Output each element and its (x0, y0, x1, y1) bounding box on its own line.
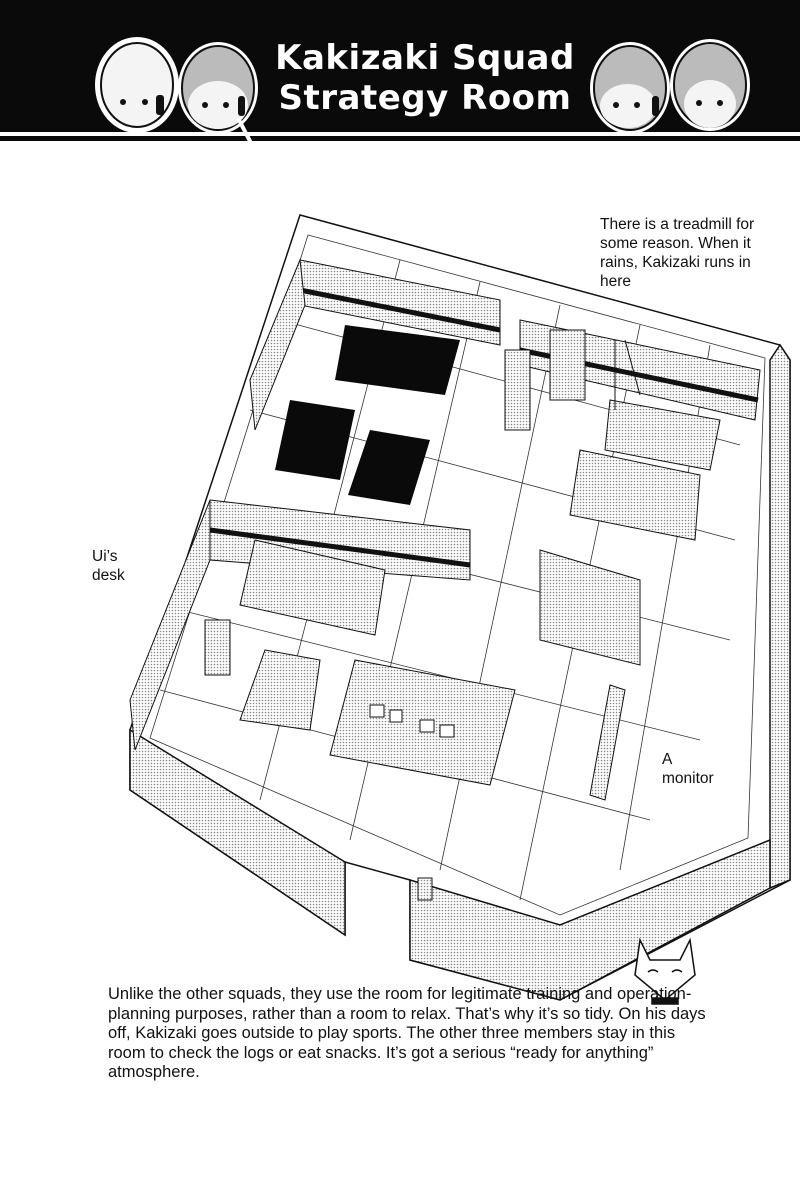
title-line-2: Strategy Room (278, 78, 572, 118)
caption-text: Unlike the other squads, they use the ro… (108, 985, 706, 1081)
treadmill-note: There is a treadmill for some reason. Wh… (600, 216, 755, 290)
training-mats (275, 325, 460, 505)
title-line-1: Kakizaki Squad (275, 38, 575, 78)
meeting-table (329, 659, 516, 786)
cat-mascot (634, 937, 696, 1005)
banner-underline (0, 136, 800, 141)
ui-desk (204, 619, 321, 731)
character-faces (95, 37, 750, 145)
bookshelf (539, 549, 641, 666)
face-teruya-2 (670, 39, 750, 131)
monitor-label: A monitor (662, 751, 714, 787)
wall-monitor (589, 684, 626, 801)
light-switch (417, 877, 433, 901)
face-kakizaki (95, 37, 179, 133)
treadmill (604, 339, 721, 471)
face-ui (178, 42, 258, 145)
kitchenette (504, 329, 586, 431)
sofas (239, 449, 701, 636)
page-title: Kakizaki Squad Strategy Room (275, 38, 575, 118)
face-teruya (590, 42, 670, 134)
ui-desk-label: Ui’s desk (92, 548, 125, 584)
